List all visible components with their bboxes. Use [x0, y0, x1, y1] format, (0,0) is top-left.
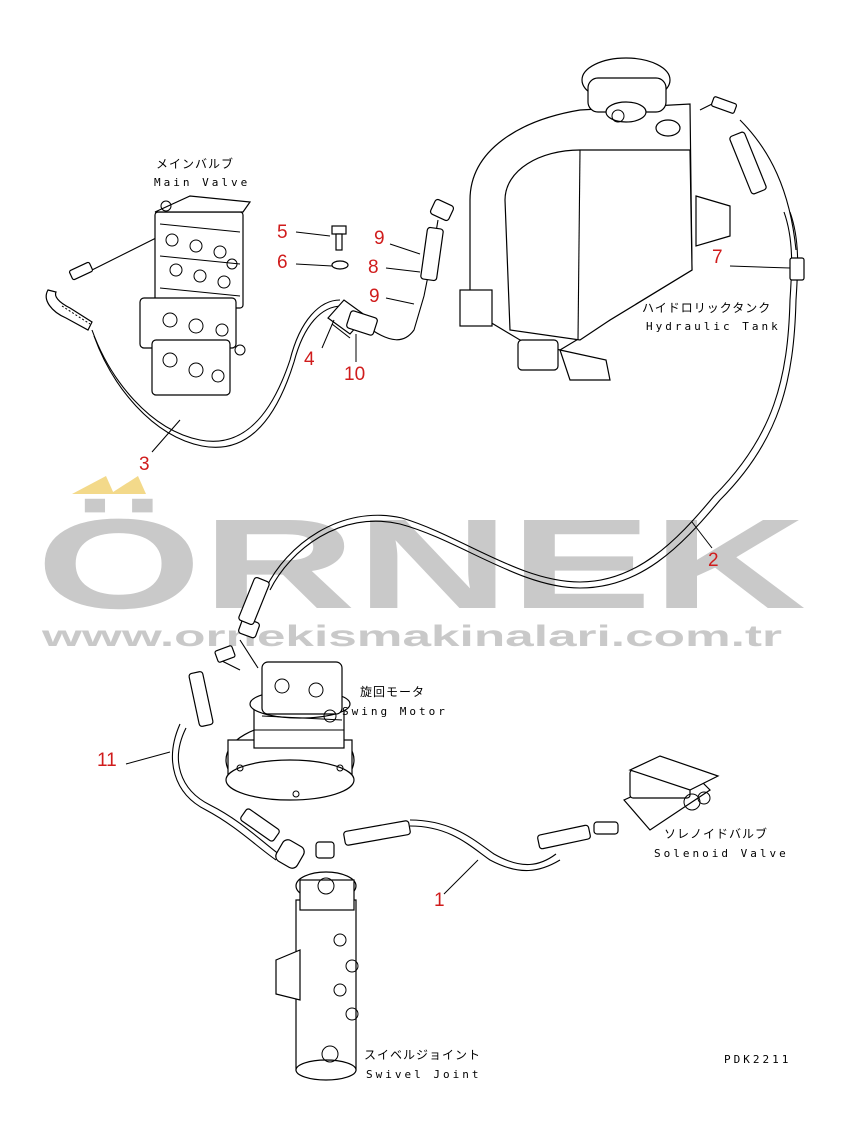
callout-8: 8 [368, 257, 379, 278]
callout-7: 7 [712, 247, 723, 268]
callout-1: 1 [434, 890, 445, 911]
watermark-brand: ÖRNEK [36, 493, 806, 636]
component-labels: メインバルブ Main Valve ハイドロリックタンク Hydraulic T… [154, 156, 791, 1081]
callout-5: 5 [277, 222, 288, 243]
callout-4: 4 [304, 349, 315, 370]
solenoid-valve-label-jp: ソレノイドバルブ [664, 826, 768, 841]
main-valve-label-jp: メインバルブ [156, 156, 234, 171]
swivel-joint-label-jp: スイベルジョイント [364, 1048, 481, 1062]
swing-motor-label-en: Swing Motor [342, 705, 448, 718]
callout-10: 10 [344, 364, 365, 385]
watermark-url: www.ornekismakinalari.com.tr [40, 620, 782, 653]
main-valve-label-en: Main Valve [154, 176, 250, 189]
callout-2: 2 [708, 550, 719, 571]
swing-motor-assembly [188, 576, 355, 801]
swing-motor-label-jp: 旋回モータ [360, 685, 425, 699]
swivel-joint-assembly [240, 808, 411, 1081]
drawing-code: PDK2211 [724, 1053, 791, 1066]
callout-9b: 9 [369, 286, 380, 307]
hydraulic-tank-label-en: Hydraulic Tank [646, 320, 781, 333]
callout-6: 6 [277, 252, 288, 273]
hydraulic-tank-label-jp: ハイドロリックタンク [642, 301, 771, 315]
leader-lines [125, 231, 791, 895]
callout-3: 3 [139, 454, 150, 475]
hose-lines [87, 119, 799, 872]
solenoid-valve-label-en: Solenoid Valve [654, 847, 789, 860]
main-valve-assembly [45, 195, 252, 396]
hydraulic-tank-assembly [420, 57, 805, 381]
watermark: ÖRNEK www.ornekismakinalari.com.tr [36, 476, 806, 653]
callout-9a: 9 [374, 228, 385, 249]
small-parts [327, 225, 378, 339]
callout-numbers: 1 2 3 4 5 6 7 8 9 9 10 11 [97, 222, 723, 911]
callout-11: 11 [97, 750, 117, 771]
swivel-joint-label-en: Swivel Joint [366, 1068, 481, 1081]
solenoid-valve-assembly [537, 755, 720, 850]
